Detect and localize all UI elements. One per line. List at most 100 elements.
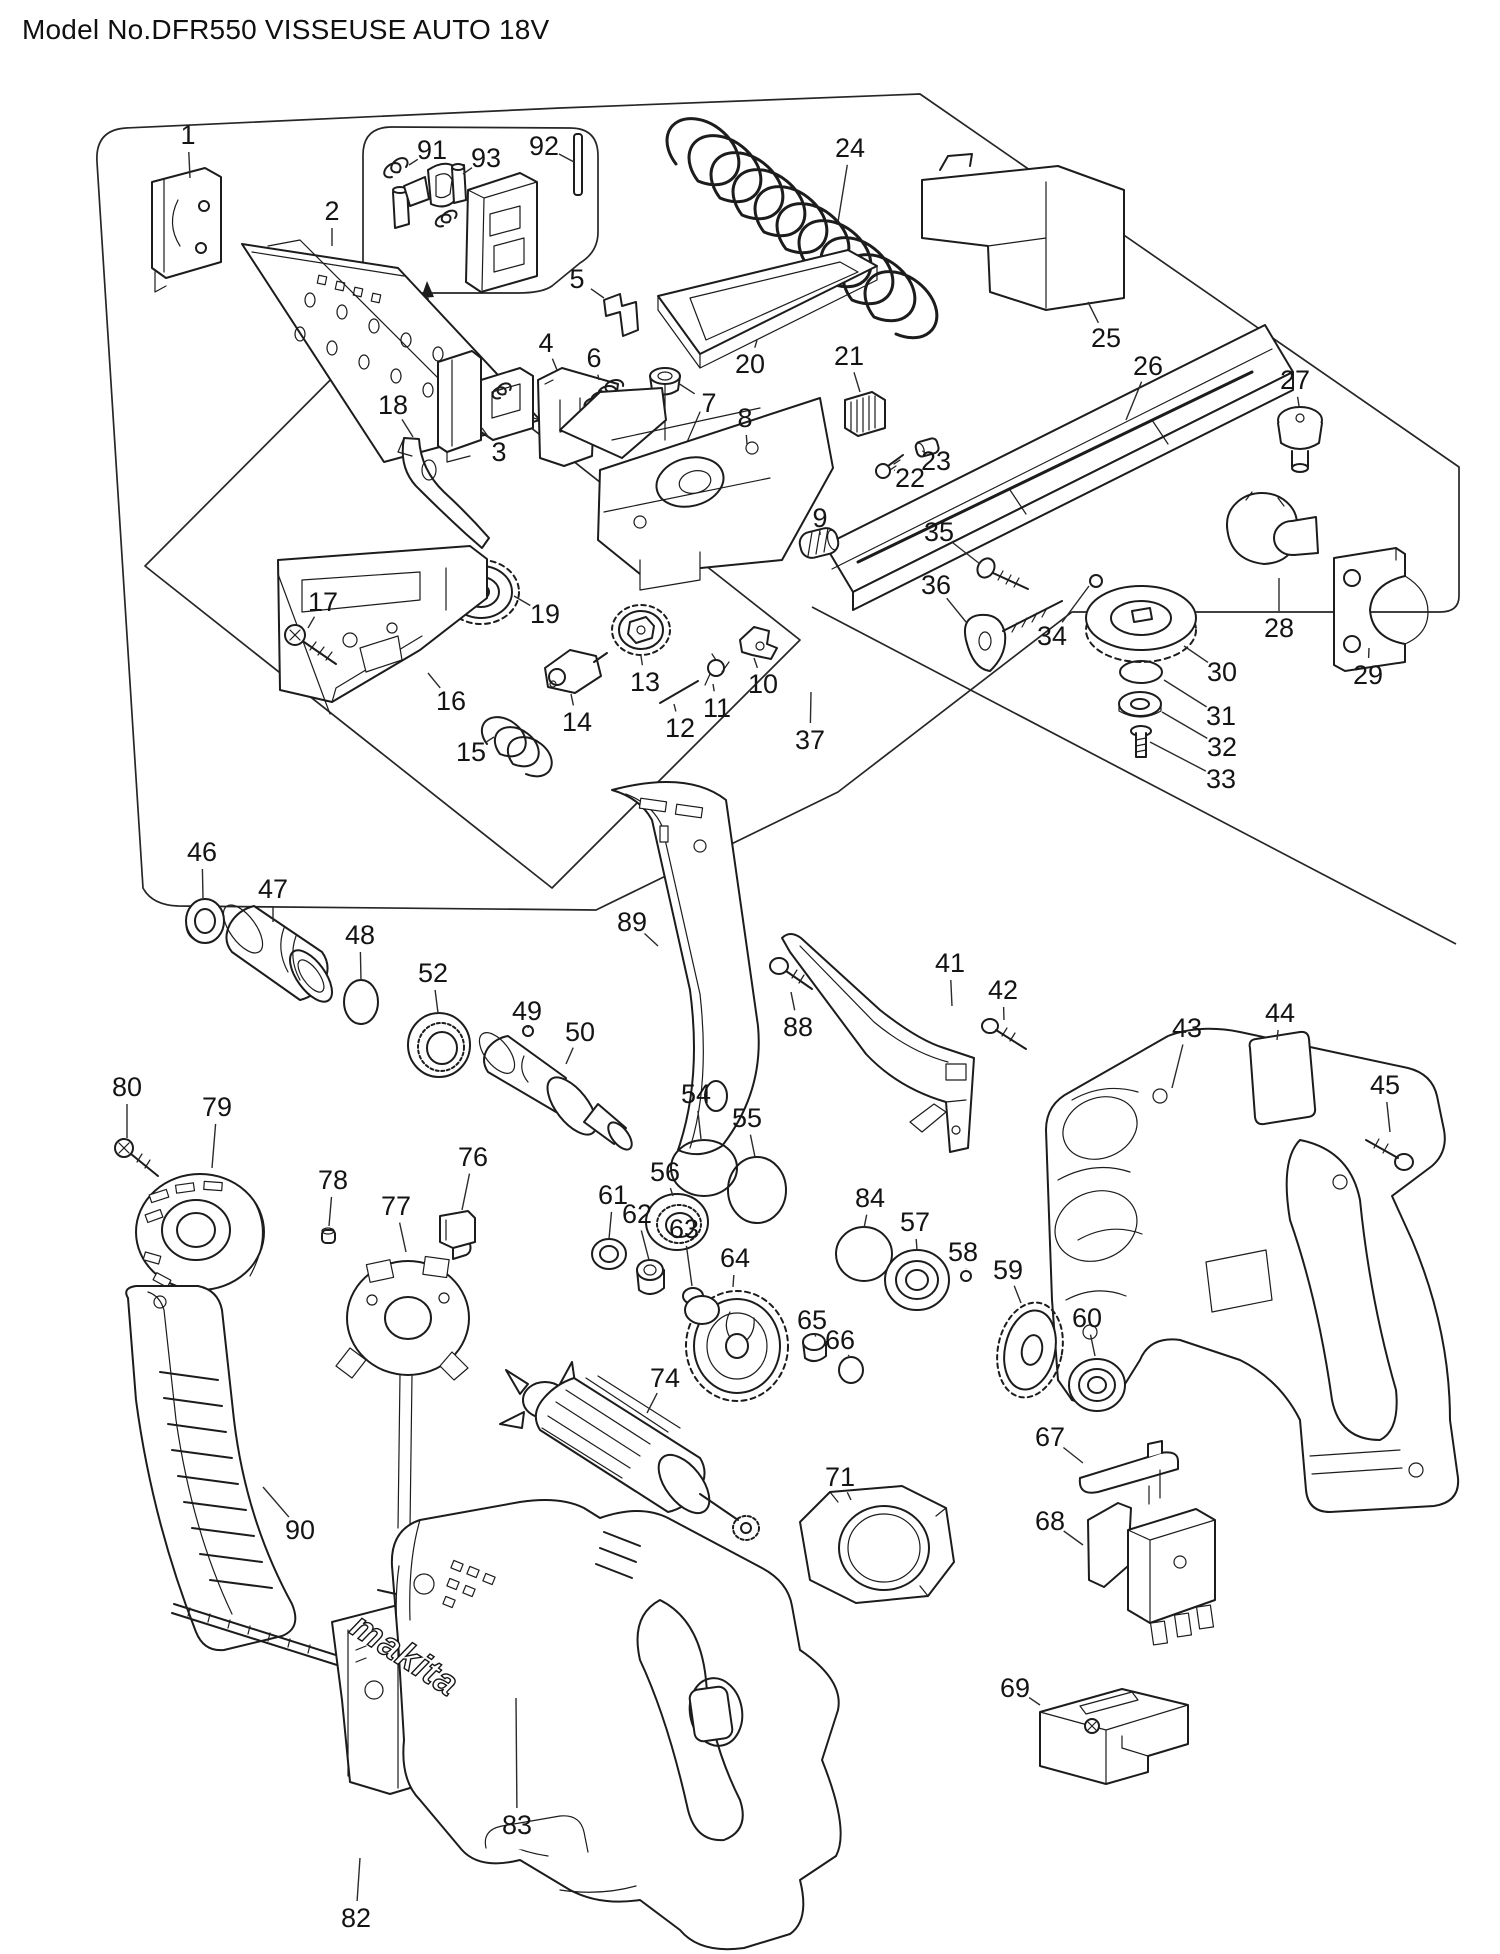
part-label-3: 3: [491, 437, 506, 467]
part-label-28: 28: [1264, 613, 1294, 643]
part-69-drawing: [1039, 1688, 1189, 1785]
part-label-31: 31: [1206, 701, 1236, 731]
part-label-18: 18: [378, 390, 408, 420]
part-label-48: 48: [345, 920, 375, 950]
part-22-drawing: [875, 454, 904, 479]
part-label-58: 58: [948, 1237, 978, 1267]
part-42-drawing: [981, 1018, 1027, 1050]
part-label-57: 57: [900, 1207, 930, 1237]
leader-line-65: [814, 1333, 817, 1337]
leader-line-84: [863, 1214, 868, 1229]
part-57-drawing: [884, 1249, 950, 1311]
part-label-54: 54: [681, 1079, 711, 1109]
part-90-drawing: [125, 1285, 297, 1652]
leader-line-34: [1061, 585, 1090, 623]
leader-line-45: [1386, 1101, 1391, 1133]
leader-line-15: [484, 736, 495, 744]
leader-line-5: [590, 288, 605, 299]
leader-line-71: [846, 1491, 852, 1501]
part-label-55: 55: [732, 1103, 762, 1133]
leader-line-32: [1161, 711, 1208, 740]
part-18-drawing: [397, 437, 490, 549]
part-78-drawing: [321, 1227, 336, 1244]
part-label-19: 19: [530, 599, 560, 629]
leader-line-18: [401, 419, 414, 438]
part-label-34: 34: [1037, 621, 1067, 651]
part-20-drawing: [657, 249, 878, 369]
part-48-drawing: [343, 979, 379, 1025]
part-50-drawing: [478, 1032, 633, 1151]
part-30-drawing: [1085, 585, 1197, 663]
part-label-90: 90: [285, 1515, 315, 1545]
part-67-drawing: [1078, 1440, 1179, 1499]
part-65-drawing: [802, 1333, 827, 1362]
part-74-drawing: [499, 1361, 760, 1541]
part-68-drawing: [1087, 1485, 1216, 1646]
part-label-6: 6: [586, 343, 601, 373]
part-1-drawing: [151, 167, 222, 293]
part-55-drawing: [727, 1156, 787, 1224]
part-15-drawing: [480, 716, 553, 778]
part-label-9: 9: [812, 503, 827, 533]
part-12-drawing: [659, 680, 699, 704]
leader-line-74: [646, 1392, 658, 1414]
page-title: Model No.DFR550 VISSEUSE AUTO 18V: [22, 14, 550, 45]
part-label-26: 26: [1133, 351, 1163, 381]
part-56-drawing: [645, 1193, 709, 1251]
part-label-25: 25: [1091, 323, 1121, 353]
leader-line-26: [1125, 381, 1143, 421]
leader-line-50: [565, 1047, 574, 1065]
leader-line-89: [644, 932, 659, 947]
part-24-spring-drawing: [665, 117, 939, 340]
part-label-23: 23: [921, 446, 951, 476]
part-label-16: 16: [436, 686, 466, 716]
part-31-drawing: [1119, 660, 1163, 684]
part-label-44: 44: [1265, 998, 1295, 1028]
leader-line-1: [188, 151, 191, 179]
leader-line-93: [462, 167, 473, 175]
part-label-65: 65: [797, 1305, 827, 1335]
part-46-drawing: [185, 898, 225, 944]
part-label-45: 45: [1370, 1070, 1400, 1100]
part-label-30: 30: [1207, 657, 1237, 687]
leader-line-82: [356, 1857, 361, 1902]
part-88-drawing: [769, 957, 813, 990]
part-label-12: 12: [665, 713, 695, 743]
part-83-drawing: makita: [343, 1499, 842, 1951]
part-label-59: 59: [993, 1255, 1023, 1285]
leader-line-20: [754, 339, 758, 348]
leader-line-48: [359, 951, 362, 981]
part-label-67: 67: [1035, 1422, 1065, 1452]
leader-line-4: [551, 358, 558, 371]
part-label-1: 1: [180, 120, 195, 150]
leader-line-91: [408, 158, 419, 166]
part-label-50: 50: [565, 1017, 595, 1047]
part-60-drawing: [1068, 1358, 1126, 1412]
leader-line-41: [950, 979, 953, 1007]
leader-line-30: [1183, 645, 1209, 663]
part-label-21: 21: [834, 341, 864, 371]
part-27-drawing: [1277, 406, 1323, 473]
part-label-66: 66: [825, 1325, 855, 1355]
part-label-62: 62: [622, 1199, 652, 1229]
part-label-17: 17: [308, 587, 338, 617]
leader-line-76: [461, 1173, 471, 1211]
part-label-89: 89: [617, 907, 647, 937]
part-label-13: 13: [630, 667, 660, 697]
part-28-drawing: [1226, 491, 1319, 565]
leader-line-55: [749, 1134, 756, 1158]
leader-line-31: [1163, 679, 1207, 708]
leader-line-35: [951, 541, 981, 565]
part-34-drawing: [1089, 574, 1103, 588]
leader-line-62: [640, 1230, 650, 1261]
part-label-79: 79: [202, 1092, 232, 1122]
leader-line-67: [1062, 1446, 1084, 1464]
part-label-49: 49: [512, 996, 542, 1026]
leader-line-27: [1296, 396, 1300, 407]
part-41-drawing: [781, 933, 975, 1153]
part-11-drawing: [704, 653, 730, 686]
part-label-35: 35: [924, 517, 954, 547]
part-33-drawing: [1130, 725, 1152, 758]
part-8-drawing: [559, 387, 834, 591]
